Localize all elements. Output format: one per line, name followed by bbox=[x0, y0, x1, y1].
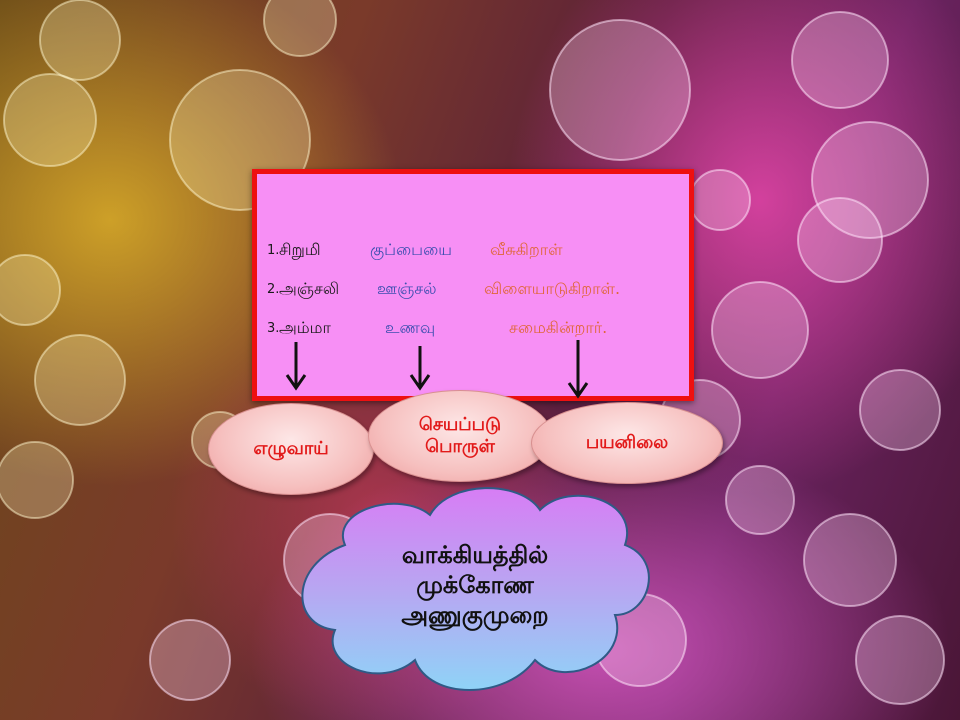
verb-label: பயனிலை bbox=[585, 432, 669, 453]
sentence-box: 1. சிறுமி குப்பையை வீசுகிறாள் 2. அஞ்சலி … bbox=[252, 169, 694, 401]
sentence-verb: சமைகின்றார். bbox=[509, 318, 608, 337]
cloud-line3: அணுகுமுறை bbox=[401, 601, 549, 629]
subject-label: எழுவாய் bbox=[253, 438, 329, 459]
cloud-title: வாக்கியத்தில் முக்கோண அணுகுமுறை bbox=[330, 540, 620, 630]
sentence-number: 2. bbox=[267, 282, 280, 297]
sentence-number: 3. bbox=[267, 321, 280, 336]
cloud-line1: வாக்கியத்தில் bbox=[401, 541, 549, 569]
sentence-subject: சிறுமி bbox=[279, 240, 321, 259]
sentence-row: 2. அஞ்சலி ஊஞ்சல் விளையாடுகிறாள். bbox=[257, 279, 689, 307]
object-label-oval: செயப்படு பொருள் bbox=[368, 390, 552, 482]
verb-down-arrow-icon bbox=[567, 340, 589, 399]
sentence-object: உணவு bbox=[385, 318, 436, 337]
verb-label-oval: பயனிலை bbox=[531, 402, 723, 484]
sentence-row: 3. அம்மா உணவு சமைகின்றார். bbox=[257, 318, 689, 346]
sentence-object: ஊஞ்சல் bbox=[377, 279, 437, 298]
subject-down-arrow-icon bbox=[285, 342, 307, 391]
sentence-row: 1. சிறுமி குப்பையை வீசுகிறாள் bbox=[257, 240, 689, 268]
object-label-line2: பொருள் bbox=[425, 436, 495, 457]
object-down-arrow-icon bbox=[409, 346, 431, 391]
sentence-subject: அம்மா bbox=[279, 318, 331, 337]
sentence-subject: அஞ்சலி bbox=[279, 279, 340, 298]
object-label-line1: செயப்படு bbox=[418, 414, 502, 435]
cloud-line2: முக்கோண bbox=[416, 571, 534, 599]
sentence-verb: வீசுகிறாள் bbox=[490, 240, 563, 259]
subject-label-oval: எழுவாய் bbox=[208, 403, 374, 495]
sentence-object: குப்பையை bbox=[370, 240, 452, 259]
sentence-number: 1. bbox=[267, 243, 280, 258]
sentence-verb: விளையாடுகிறாள். bbox=[484, 279, 621, 298]
